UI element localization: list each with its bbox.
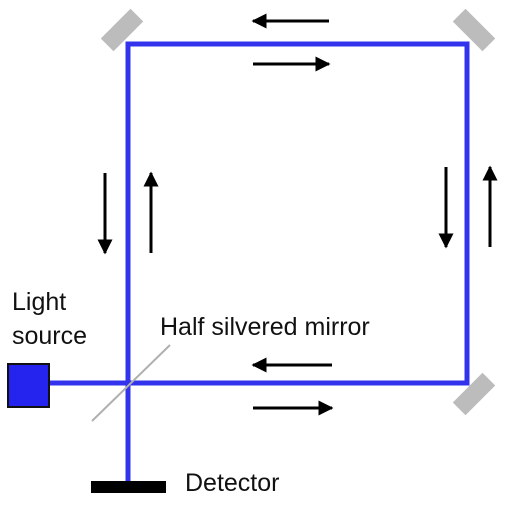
light-source-label-line1: Light xyxy=(12,288,66,316)
half-silvered-mirror xyxy=(91,344,171,422)
beam-path xyxy=(50,41,470,483)
detector xyxy=(91,481,166,493)
light-source xyxy=(7,363,50,408)
half-silvered-mirror-label: Half silvered mirror xyxy=(160,313,370,341)
detector-label: Detector xyxy=(185,469,279,497)
mirror-top-right xyxy=(452,8,496,52)
beam-loop xyxy=(125,41,470,386)
mirror-bottom-right xyxy=(452,372,496,416)
direction-arrows xyxy=(97,13,498,416)
mirror-top-left xyxy=(100,8,144,52)
light-source-label-line2: source xyxy=(12,322,87,350)
